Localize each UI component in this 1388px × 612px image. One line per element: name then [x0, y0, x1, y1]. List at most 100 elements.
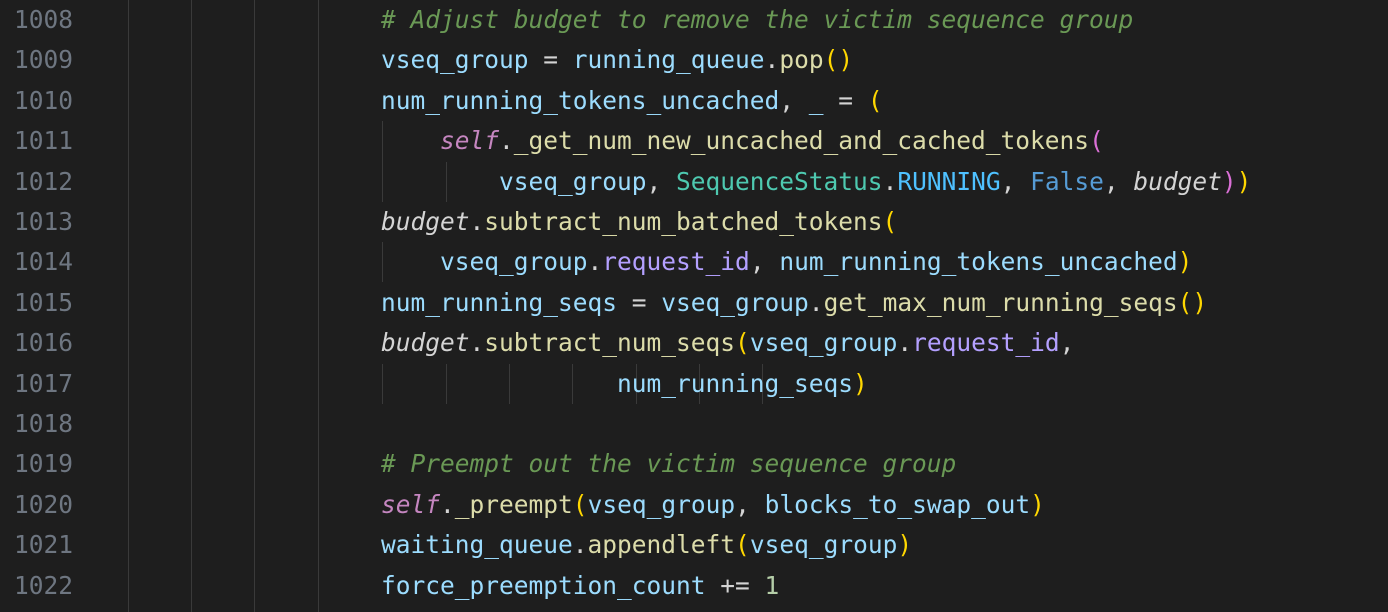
code-text[interactable]: vseq_group, SequenceStatus.RUNNING, Fals…: [381, 162, 1251, 202]
code-token-var: waiting_queue: [381, 530, 573, 560]
code-token-op: ,: [1059, 328, 1075, 358]
line-number: 1013: [14, 207, 74, 236]
code-token-var: vseq_group: [749, 328, 898, 358]
indent-guide: [509, 364, 510, 404]
code-token-var: vseq_group: [661, 287, 809, 317]
code-token-func: pop: [779, 45, 824, 75]
code-token-op: =: [528, 45, 573, 75]
code-token-attr: request_id: [912, 328, 1060, 358]
code-token-attr: request_id: [602, 247, 750, 277]
code-token-func: subtract_num_seqs: [484, 328, 736, 358]
code-token-var: num_running_seqs: [617, 368, 854, 398]
code-token-br1: (): [823, 45, 854, 75]
line-number: 1011: [14, 126, 74, 156]
code-token-func: _get_num_new_uncached_and_cached_tokens: [513, 126, 1090, 156]
code-line[interactable]: 1021 waiting_queue.appendleft(vseq_group): [0, 525, 1388, 565]
code-line[interactable]: 1014 vseq_group.request_id, num_running_…: [0, 242, 1388, 282]
code-token-br1: (: [867, 85, 883, 115]
code-line[interactable]: 1013 budget.subtract_num_batched_tokens(: [0, 202, 1388, 242]
code-line[interactable]: 1008 # Adjust budget to remove the victim…: [0, 0, 1388, 40]
code-token-bool: False: [1030, 166, 1104, 196]
code-line[interactable]: 1020 self._preempt(vseq_group, blocks_to_…: [0, 485, 1388, 525]
code-text[interactable]: num_running_seqs = vseq_group.get_max_nu…: [381, 283, 1207, 323]
line-number: 1021: [14, 530, 74, 560]
code-token-func: get_max_num_running_seqs: [823, 287, 1178, 317]
indent-guide: [128, 0, 129, 612]
line-number: 1009: [14, 45, 74, 75]
line-number: 1008: [14, 5, 74, 34]
code-text[interactable]: force_preemption_count += 1: [381, 566, 779, 606]
code-token-br1: (: [882, 207, 898, 236]
code-token-br1: (: [572, 489, 588, 519]
code-token-var: running_queue: [572, 45, 765, 75]
code-token-func: _preempt: [454, 489, 573, 519]
code-text[interactable]: num_running_seqs): [381, 364, 868, 404]
code-token-func: subtract_num_batched_tokens: [484, 207, 883, 236]
code-token-param: budget: [381, 328, 470, 358]
code-token-comment: # Preempt out the victim sequence group: [381, 449, 957, 479]
code-token-num: 1: [764, 570, 780, 600]
code-token-var: num_running_seqs: [381, 287, 618, 317]
code-text[interactable]: num_running_tokens_uncached, _ = (: [381, 81, 883, 121]
code-token-const: RUNNING: [897, 166, 1001, 196]
code-token-op: [381, 369, 617, 398]
code-text[interactable]: budget.subtract_num_seqs(vseq_group.requ…: [381, 323, 1074, 363]
code-text[interactable]: # Adjust budget to remove the victim seq…: [381, 0, 1133, 40]
code-line[interactable]: 1022 force_preemption_count += 1: [0, 566, 1388, 606]
code-token-var: blocks_to_swap_out: [764, 489, 1031, 519]
code-token-br1: ): [1236, 166, 1252, 196]
indent-guide: [382, 364, 383, 404]
code-line[interactable]: 1018: [0, 404, 1388, 444]
code-token-op: .: [587, 247, 603, 277]
indent-guide: [572, 364, 573, 404]
code-text[interactable]: self._preempt(vseq_group, blocks_to_swap…: [381, 485, 1045, 525]
indent-guide: [446, 364, 447, 404]
code-line[interactable]: 1017 num_running_seqs): [0, 364, 1388, 404]
code-text[interactable]: # Preempt out the victim sequence group: [381, 444, 956, 484]
code-token-var: num_running_tokens_uncached: [779, 247, 1178, 277]
code-token-op: .: [882, 166, 898, 196]
code-token-param: budget: [1133, 166, 1222, 196]
code-token-var: vseq_group: [499, 166, 647, 196]
code-token-br2: ): [1221, 166, 1237, 196]
code-text[interactable]: budget.subtract_num_batched_tokens(: [381, 202, 897, 242]
code-token-op: .: [808, 287, 824, 317]
code-line[interactable]: 1009 vseq_group = running_queue.pop(): [0, 40, 1388, 80]
code-text[interactable]: waiting_queue.appendleft(vseq_group): [381, 525, 912, 565]
line-number: 1018: [14, 409, 74, 438]
code-text[interactable]: vseq_group.request_id, num_running_token…: [381, 242, 1192, 282]
line-number: 1016: [14, 328, 74, 358]
code-line[interactable]: 1016 budget.subtract_num_seqs(vseq_group.…: [0, 323, 1388, 363]
code-token-br1: (: [735, 328, 750, 358]
indent-guide: [446, 162, 447, 202]
code-line[interactable]: 1011 self._get_num_new_uncached_and_cach…: [0, 121, 1388, 161]
code-token-var: vseq_group: [440, 247, 588, 277]
code-token-var: vseq_group: [381, 45, 529, 75]
code-line[interactable]: 1012 vseq_group, SequenceStatus.RUNNING,…: [0, 162, 1388, 202]
code-token-br1: (): [1177, 287, 1208, 317]
line-number: 1022: [14, 570, 74, 600]
code-token-br1: ): [897, 530, 913, 560]
code-token-op: ,: [779, 85, 809, 115]
code-token-br1: ): [853, 368, 868, 398]
code-token-class: SequenceStatus: [676, 166, 883, 196]
code-token-br1: (: [735, 530, 750, 560]
code-token-op: .: [764, 45, 780, 75]
code-token-op: .: [469, 207, 485, 236]
code-token-comment: # Adjust budget to remove the victim seq…: [381, 5, 1134, 34]
code-token-op: =: [617, 287, 662, 317]
code-token-func: appendleft: [587, 530, 736, 560]
code-token-op: [381, 126, 440, 155]
code-token-br1: ): [1030, 489, 1045, 519]
code-token-op: .: [572, 530, 588, 560]
code-token-var: vseq_group: [587, 489, 736, 519]
line-number: 1020: [14, 489, 74, 519]
code-token-op: .: [469, 328, 485, 358]
code-text[interactable]: vseq_group = running_queue.pop(): [381, 40, 853, 80]
code-text[interactable]: self._get_num_new_uncached_and_cached_to…: [381, 121, 1104, 161]
code-line[interactable]: 1019# Preempt out the victim sequence gr…: [0, 444, 1388, 484]
indent-guide: [382, 242, 383, 282]
